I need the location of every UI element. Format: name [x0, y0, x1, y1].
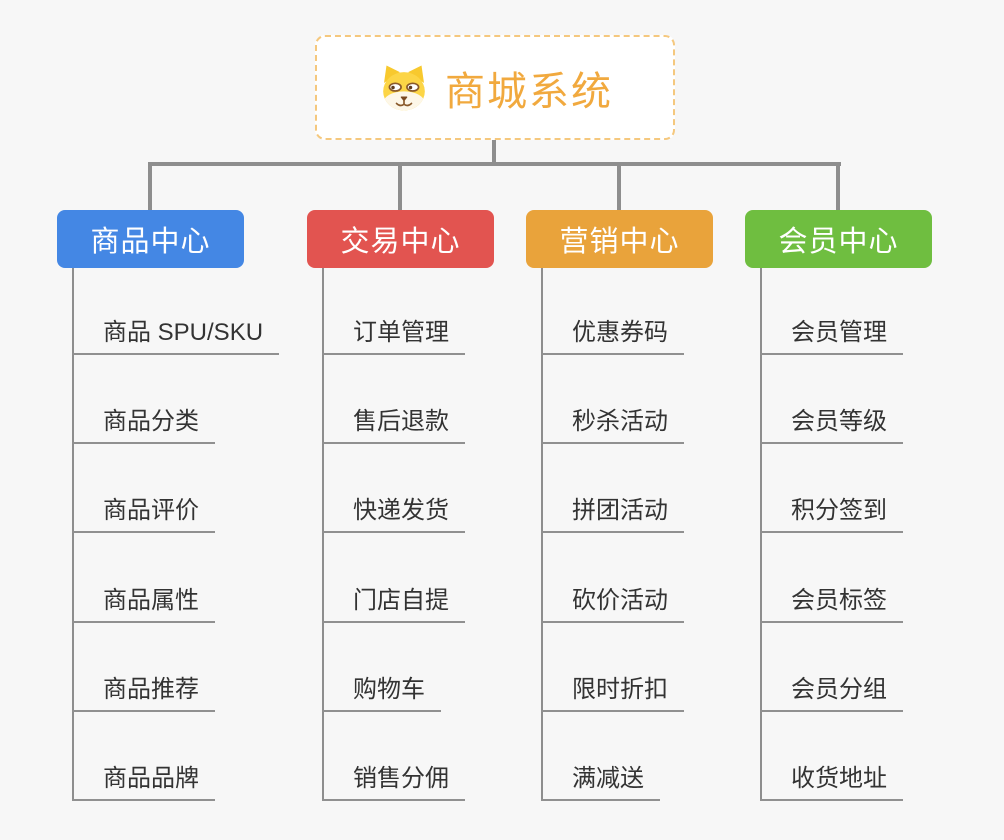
child-node-1-3[interactable]: 门店自提 [322, 577, 465, 623]
child-node-label: 商品分类 [103, 408, 199, 435]
connector-branch-trunk [760, 268, 762, 801]
child-node-label: 商品评价 [103, 497, 199, 524]
child-node-3-1[interactable]: 会员等级 [760, 398, 903, 444]
child-node-label: 收货地址 [791, 765, 887, 792]
child-node-label: 商品 SPU/SKU [103, 319, 264, 346]
child-node-label: 砍价活动 [572, 587, 668, 614]
child-node-label: 售后退款 [353, 408, 449, 435]
child-node-label: 销售分佣 [353, 765, 449, 792]
child-node-label: 快递发货 [353, 497, 449, 524]
child-node-label: 购物车 [353, 676, 425, 703]
branch-node-0[interactable]: 商品中心 [57, 210, 244, 268]
child-node-2-2[interactable]: 拼团活动 [541, 487, 684, 533]
branch-node-1[interactable]: 交易中心 [307, 210, 494, 268]
child-node-0-3[interactable]: 商品属性 [72, 577, 215, 623]
branch-label: 交易中心 [340, 226, 461, 258]
child-node-0-2[interactable]: 商品评价 [72, 487, 215, 533]
child-node-1-5[interactable]: 销售分佣 [322, 755, 465, 801]
child-node-2-3[interactable]: 砍价活动 [541, 577, 684, 623]
child-node-2-4[interactable]: 限时折扣 [541, 666, 684, 712]
child-node-3-0[interactable]: 会员管理 [760, 309, 903, 355]
connector-branch-drop [617, 162, 621, 210]
connector-branch-drop [836, 162, 840, 210]
branch-group-0: 商品中心 商品 SPU/SKU 商品分类商品评价商品属性商品推荐商品品牌 [57, 0, 280, 840]
child-node-label: 会员管理 [791, 319, 887, 346]
child-node-label: 会员分组 [791, 676, 887, 703]
child-node-0-5[interactable]: 商品品牌 [72, 755, 215, 801]
connector-branch-drop [148, 162, 152, 210]
connector-horizontal-spine [148, 162, 841, 166]
connector-branch-trunk [72, 268, 74, 801]
branch-label: 会员中心 [778, 226, 899, 258]
child-node-0-1[interactable]: 商品分类 [72, 398, 215, 444]
child-node-3-3[interactable]: 会员标签 [760, 577, 903, 623]
child-node-label: 秒杀活动 [572, 408, 668, 435]
child-node-1-1[interactable]: 售后退款 [322, 398, 465, 444]
child-node-label: 商品品牌 [103, 765, 199, 792]
child-node-label: 订单管理 [353, 319, 449, 346]
child-node-label: 商品属性 [103, 587, 199, 614]
child-node-3-4[interactable]: 会员分组 [760, 666, 903, 712]
connector-branch-drop [398, 162, 402, 210]
child-node-3-2[interactable]: 积分签到 [760, 487, 903, 533]
child-node-3-5[interactable]: 收货地址 [760, 755, 903, 801]
branch-label: 商品中心 [90, 226, 211, 258]
child-node-label: 拼团活动 [572, 497, 668, 524]
child-node-2-5[interactable]: 满减送 [541, 755, 660, 801]
child-node-label: 会员等级 [791, 408, 887, 435]
child-node-1-0[interactable]: 订单管理 [322, 309, 465, 355]
root-title: 商城系统 [445, 69, 613, 114]
child-node-label: 限时折扣 [572, 676, 668, 703]
child-node-label: 商品推荐 [103, 676, 199, 703]
child-node-1-4[interactable]: 购物车 [322, 666, 441, 712]
branch-group-3: 会员中心 会员管理会员等级积分签到会员标签会员分组收货地址 [745, 0, 932, 840]
connector-branch-trunk [541, 268, 543, 801]
child-node-2-1[interactable]: 秒杀活动 [541, 398, 684, 444]
child-node-1-2[interactable]: 快递发货 [322, 487, 465, 533]
child-node-label: 满减送 [572, 765, 644, 792]
child-node-label: 优惠券码 [572, 319, 668, 346]
connector-root-stem [492, 140, 496, 166]
child-node-2-0[interactable]: 优惠券码 [541, 309, 684, 355]
connector-branch-trunk [322, 268, 324, 801]
root-node[interactable]: 商城系统 [315, 35, 675, 140]
child-node-label: 积分签到 [791, 497, 887, 524]
doge-icon [377, 63, 431, 113]
child-node-0-0[interactable]: 商品 SPU/SKU [72, 309, 280, 355]
branch-group-1: 交易中心 订单管理售后退款快递发货门店自提购物车销售分佣 [307, 0, 494, 840]
branch-group-2: 营销中心 优惠券码秒杀活动拼团活动砍价活动限时折扣满减送 [526, 0, 713, 840]
branch-node-3[interactable]: 会员中心 [745, 210, 932, 268]
branch-node-2[interactable]: 营销中心 [526, 210, 713, 268]
child-node-0-4[interactable]: 商品推荐 [72, 666, 215, 712]
child-node-label: 会员标签 [791, 587, 887, 614]
branch-label: 营销中心 [559, 226, 680, 258]
child-node-label: 门店自提 [353, 587, 449, 614]
